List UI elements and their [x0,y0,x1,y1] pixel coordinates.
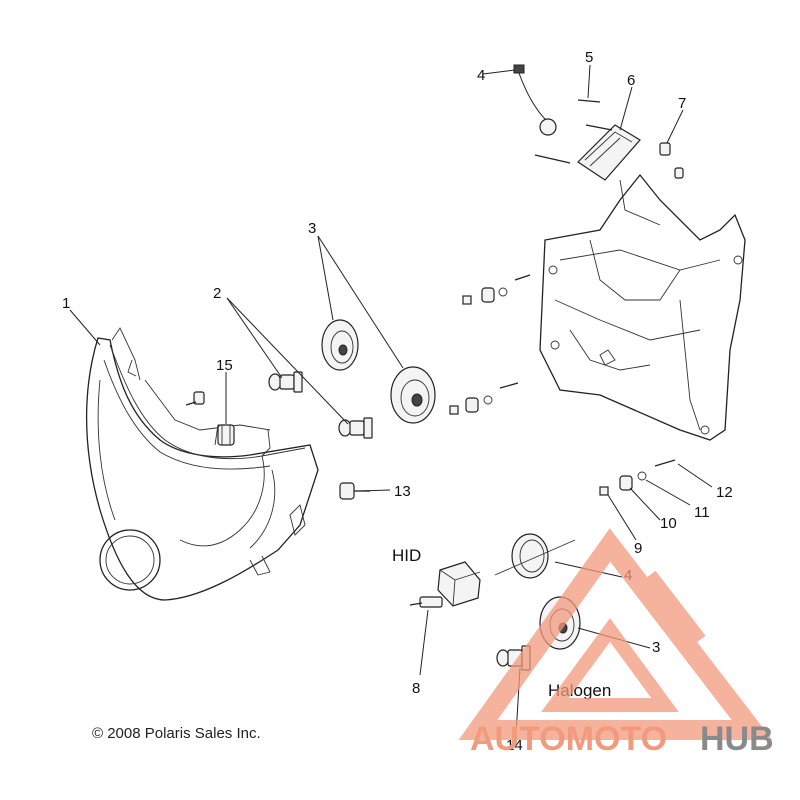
wire-connector-4 [513,64,557,136]
callout-2: 2 [213,285,221,302]
watermark-text-primary: AUTOMOTO [470,720,667,758]
hid-bulb [409,561,481,608]
bolt-small [185,391,205,406]
watermark-text: AUTOMOTO HUB [470,720,774,758]
callout-4-upper: 4 [477,67,485,84]
rubber-boot-upper [321,319,359,371]
callout-3-lower: 3 [652,639,660,656]
callout-3-upper: 3 [308,220,316,237]
callout-11: 11 [694,504,710,521]
callout-9: 9 [634,540,642,557]
callout-6: 6 [627,72,635,89]
headlight-housing [85,327,319,601]
callout-1: 1 [62,295,70,312]
halogen-bulb-lower [338,417,373,439]
fasteners-right [599,459,676,496]
hid-label: HID [392,546,421,565]
callout-8: 8 [412,680,420,697]
callout-12: 12 [716,484,733,501]
pins [534,99,684,179]
callout-5: 5 [585,49,593,66]
socket-15 [217,424,235,446]
fasteners-lower [449,382,519,415]
copyright-text: © 2008 Polaris Sales Inc. [92,725,261,742]
halogen-bulb-upper [268,371,303,393]
callout-14: 14 [506,737,523,754]
callout-15: 15 [216,357,233,374]
hid-ballast [577,124,641,181]
watermark-text-secondary: HUB [700,720,774,758]
callout-7: 7 [678,95,686,112]
mounting-bracket [539,173,746,441]
watermark-logo [458,528,773,740]
callout-10: 10 [660,515,677,532]
callout-numbers: 1 2 3 4 5 6 7 15 13 12 11 10 9 4 3 8 14 [62,49,733,754]
hid-ring [494,533,576,579]
fasteners-upper [462,274,531,305]
callout-13: 13 [394,483,411,500]
rubber-boot-lower [390,366,436,424]
